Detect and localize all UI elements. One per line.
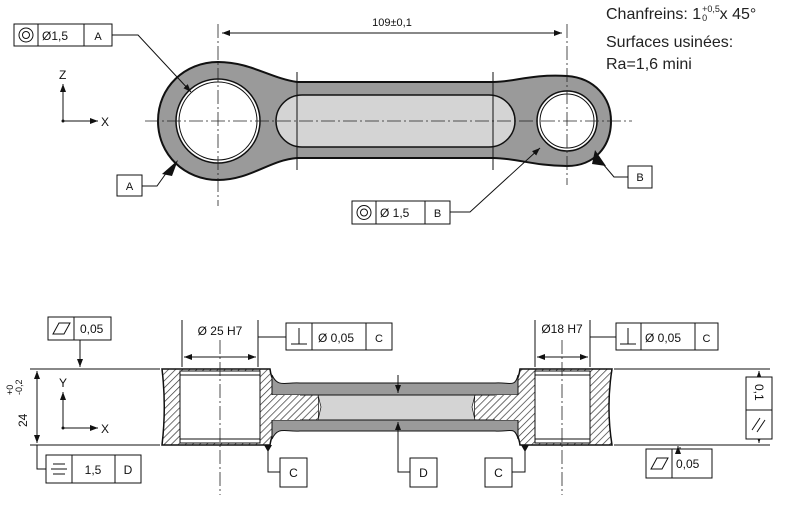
shank-flange-bottom [271, 419, 519, 440]
surfaces-note-1: Surfaces usinées: [606, 34, 734, 51]
parallelism-frame: 0,1 [745, 371, 773, 443]
perpendicularity-icon [291, 328, 307, 345]
flatness-top-value: 0,05 [80, 322, 104, 336]
parallelism-icon [751, 417, 766, 433]
datum-c-right-marker: C [484, 445, 529, 488]
bore-left-dimension: Ø 25 H7 [198, 324, 243, 338]
length-dimension: 109±0,1 [372, 17, 412, 29]
perp-left-datum: C [375, 333, 383, 345]
axis-y-label: Y [59, 376, 67, 390]
thickness-tol-upper: +0 [5, 385, 15, 395]
fcf-b-value: Ø 1,5 [380, 206, 410, 220]
chamfer-tol-lower: 0 [702, 13, 708, 23]
datum-a-label: A [126, 181, 134, 193]
axis-x-label: X [101, 422, 109, 436]
side-view: 24 +0 -0,2 Y X Ø 25 H7 Ø18 H7 Ø 0,05 C [5, 316, 773, 495]
thickness-tol-lower: -0,2 [14, 379, 24, 395]
symmetry-icon [51, 463, 67, 475]
thickness-value: 24 [16, 413, 30, 427]
flatness-icon [650, 457, 669, 470]
fcf-a-datum: A [94, 31, 102, 43]
concentricity-frame-a: Ø1,5 A [13, 23, 192, 93]
small-end-bore-section [534, 370, 591, 444]
symmetry-value: 1,5 [85, 463, 102, 477]
datum-c-left-marker: C [264, 445, 308, 488]
axis-z-label: Z [59, 68, 66, 82]
perpendicularity-frame-right: Ø 0,05 C [590, 322, 719, 351]
perpendicularity-frame-left: Ø 0,05 C [258, 322, 393, 351]
datum-triangle-icon [162, 160, 178, 176]
symmetry-datum: D [124, 463, 133, 477]
axis-x-label: X [101, 115, 109, 129]
datum-c-right-label: C [494, 466, 503, 480]
shank-flange-top [271, 374, 519, 396]
flatness-frame-bottom: 0,05 [645, 446, 713, 479]
datum-triangle-icon [592, 150, 606, 166]
chamfer-angle: x 45° [715, 6, 757, 23]
datum-b-marker: B [592, 150, 653, 189]
flatness-bottom-value: 0,05 [676, 457, 700, 471]
surfaces-note-2: Ra=1,6 mini [606, 56, 692, 73]
flatness-icon [52, 322, 71, 335]
datum-d-marker: D [395, 375, 438, 488]
thickness-dimension: 24 +0 -0,2 [5, 371, 40, 443]
datum-a-marker: A [116, 160, 178, 197]
axes-zx: Z X [59, 68, 109, 129]
bore-right-dimension: Ø18 H7 [541, 322, 583, 336]
concentricity-icon [356, 205, 372, 220]
perp-right-value: Ø 0,05 [645, 331, 681, 345]
chamfer-tol-upper: +0,5 [702, 4, 720, 14]
concentricity-icon [18, 27, 34, 43]
web-section [317, 394, 476, 421]
flatness-frame-top: 0,05 [47, 316, 112, 367]
symmetry-frame: 1,5 D [36, 445, 142, 484]
datum-d-label: D [419, 466, 428, 480]
axes-yx: Y X [59, 376, 109, 436]
concentricity-frame-b: Ø 1,5 B [351, 147, 541, 225]
datum-triangle-icon [521, 445, 529, 452]
datum-triangle-icon [264, 445, 272, 452]
chamfer-label: Chanfreins: 1 [606, 6, 702, 23]
perp-right-datum: C [703, 333, 711, 345]
parallelism-value: 0,1 [752, 384, 766, 401]
perpendicularity-icon [620, 328, 636, 345]
datum-b-label: B [636, 172, 643, 184]
fcf-a-value: Ø1,5 [42, 29, 68, 43]
top-view: 109±0,1 Z X Ø1,5 A A [13, 17, 653, 225]
datum-c-left-label: C [289, 466, 298, 480]
perp-left-value: Ø 0,05 [318, 331, 354, 345]
fcf-b-datum: B [434, 208, 441, 220]
